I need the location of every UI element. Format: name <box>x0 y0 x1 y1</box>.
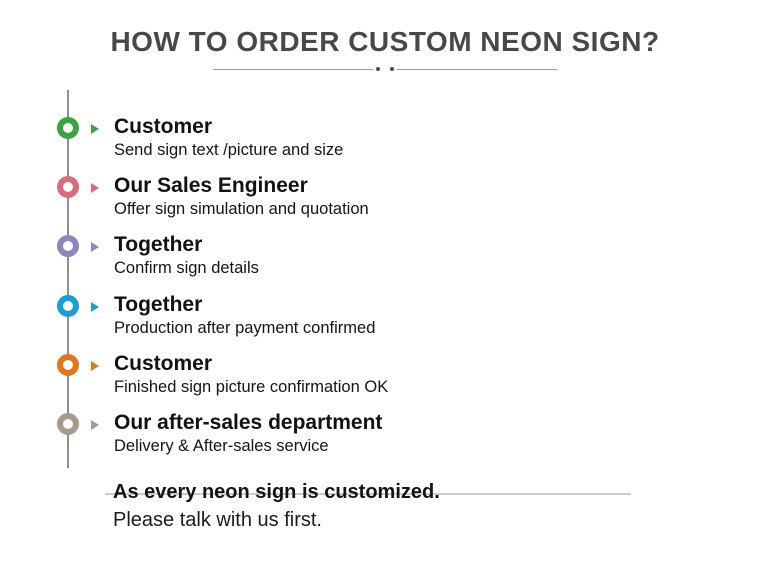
step-description: Confirm sign details <box>114 259 259 278</box>
step-actor-label: Our Sales Engineer <box>114 174 308 198</box>
step-arrow-right-icon <box>91 242 99 253</box>
step-description: Production after payment confirmed <box>114 318 376 337</box>
timeline-step: Customer Finished sign picture confirmat… <box>0 339 784 398</box>
step-actor-label: Together <box>114 292 203 316</box>
step-text: Our Sales Engineer Offer sign simulation… <box>114 172 369 219</box>
step-arrow-right-icon <box>91 360 99 371</box>
divider-dot-left <box>376 67 380 71</box>
step-actor-label: Together <box>114 233 203 257</box>
timeline-step: Customer Send sign text /picture and siz… <box>0 102 784 161</box>
step-marker-ring-icon <box>57 176 79 199</box>
step-text: Together Production after payment confir… <box>114 291 375 338</box>
step-actor-label: Customer <box>114 351 213 375</box>
step-description: Offer sign simulation and quotation <box>114 200 369 219</box>
timeline-step: Our Sales Engineer Offer sign simulation… <box>0 161 784 220</box>
timeline-step: Our after-sales department Delivery & Af… <box>0 398 784 457</box>
step-arrow-right-icon <box>91 124 99 134</box>
step-marker-ring-icon <box>57 412 79 435</box>
step-text: Our after-sales department Delivery & Af… <box>114 409 382 456</box>
step-description: Delivery & After-sales service <box>114 436 329 455</box>
step-marker-ring-icon <box>57 294 79 317</box>
divider-dot-right <box>390 67 394 71</box>
step-description: Finished sign picture confirmation OK <box>114 377 389 396</box>
step-marker-ring-icon <box>57 353 79 376</box>
step-text: Customer Finished sign picture confirmat… <box>114 350 388 397</box>
step-actor-label: Our after-sales department <box>114 410 383 434</box>
step-actor-label: Customer <box>114 115 213 138</box>
divider-line-left <box>213 68 373 70</box>
step-text: Together Confirm sign details <box>114 231 259 278</box>
step-arrow-right-icon <box>91 419 99 430</box>
footer-divider-line <box>105 493 631 495</box>
step-arrow-right-icon <box>91 183 99 194</box>
step-marker-ring-icon <box>57 117 79 139</box>
timeline-step: Together Production after payment confir… <box>0 280 784 339</box>
step-text: Customer Send sign text /picture and siz… <box>114 113 343 160</box>
step-arrow-right-icon <box>91 301 99 312</box>
footer-note-regular: Please talk with us first. <box>113 509 322 531</box>
timeline-step: Together Confirm sign details <box>0 220 784 279</box>
page-title: HOW TO ORDER CUSTOM NEON SIGN? <box>110 26 660 57</box>
timeline-line <box>67 90 69 468</box>
divider-line-right <box>397 68 557 70</box>
timeline-steps: Customer Send sign text /picture and siz… <box>0 102 784 457</box>
step-description: Send sign text /picture and size <box>114 141 344 159</box>
title-divider <box>213 66 557 72</box>
step-marker-ring-icon <box>57 235 79 258</box>
footer-note-bold: As every neon sign is customized. <box>113 481 440 503</box>
